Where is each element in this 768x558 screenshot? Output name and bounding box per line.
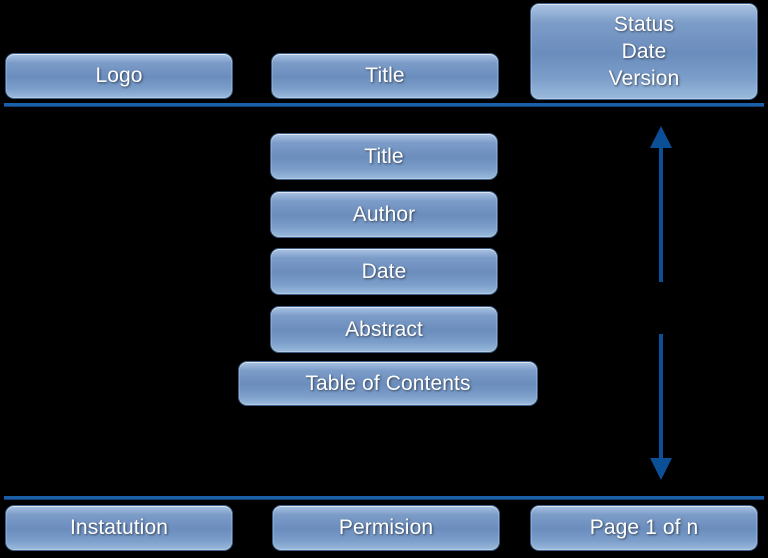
body-item-author-label: Author [352,202,416,226]
body-item-abstract-label: Abstract [345,317,423,341]
header-meta-version: Version [608,67,680,91]
header-title-label: Title [365,64,405,88]
body-item-author[interactable]: Author [270,191,498,238]
footer-institution-label: Instatution [70,516,168,540]
body-item-date-label: Date [361,259,407,283]
footer-institution-box[interactable]: Instatution [5,505,233,551]
arrow-head-up-icon [650,126,672,148]
footer-permission-label: Permision [338,516,434,540]
body-item-table-of-contents[interactable]: Table of Contents [238,361,538,406]
arrow-head-down-icon [650,458,672,480]
header-meta-box[interactable]: Status Date Version [530,3,758,100]
footer-divider [4,496,764,499]
footer-permission-box[interactable]: Permision [272,505,500,551]
arrow-shaft-lower [659,334,663,462]
body-item-table-of-contents-label: Table of Contents [305,371,471,395]
body-item-title-label: Title [364,144,404,168]
arrow-shaft-upper [659,146,663,282]
header-title-box[interactable]: Title [271,53,499,99]
header-logo-box[interactable]: Logo [5,53,233,99]
header-logo-label: Logo [95,64,143,88]
header-meta-status: Status [613,12,675,36]
body-item-title[interactable]: Title [270,133,498,180]
vertical-extent-arrow [650,126,674,484]
header-divider [4,103,764,106]
header-meta-date: Date [621,39,667,63]
body-item-abstract[interactable]: Abstract [270,306,498,353]
footer-page-label: Page 1 of n [589,516,699,540]
body-item-date[interactable]: Date [270,248,498,295]
footer-page-box[interactable]: Page 1 of n [530,505,758,551]
